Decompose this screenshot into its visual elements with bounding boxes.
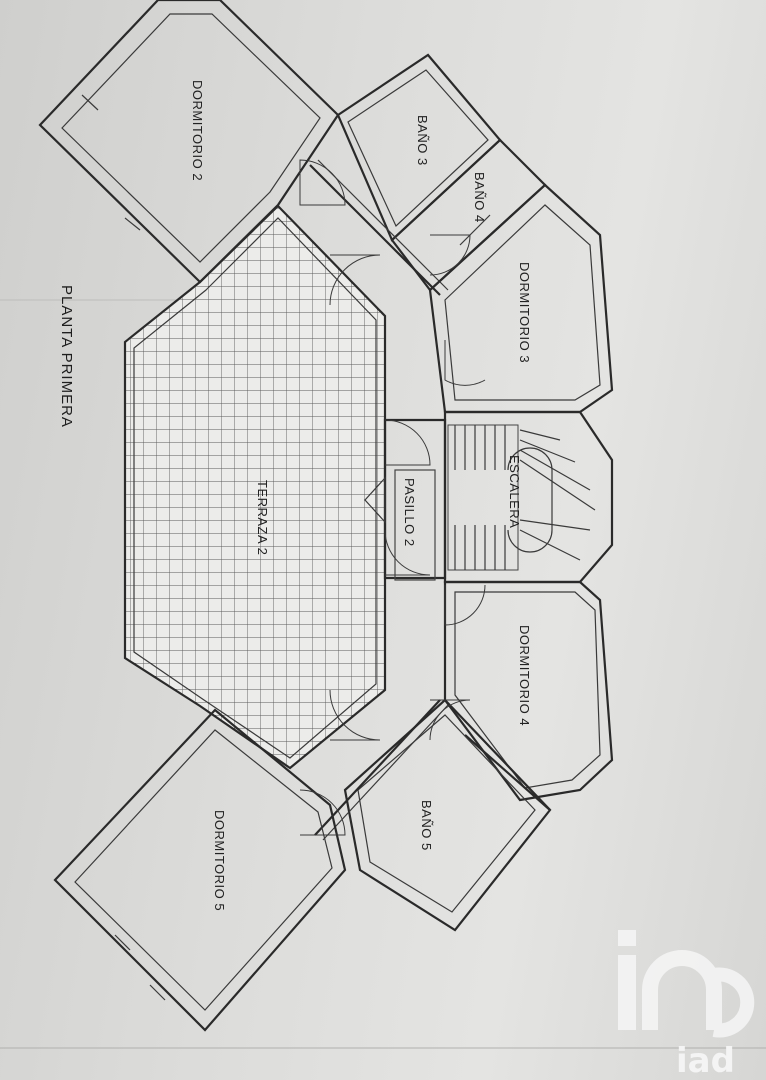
- label-dormitorio-2: DORMITORIO 2: [190, 80, 205, 181]
- label-dormitorio-5: DORMITORIO 5: [212, 810, 227, 911]
- label-escalera: ESCALERA: [507, 455, 522, 528]
- label-pasillo-2: PASILLO 2: [402, 478, 417, 547]
- hallway-2: [364, 418, 447, 581]
- label-terraza-2: TERRAZA 2: [255, 480, 270, 555]
- bedroom-5: [53, 708, 347, 1032]
- label-bano-5: BAÑO 5: [419, 800, 434, 851]
- bedroom-4: [443, 580, 614, 811]
- staircase: [443, 410, 614, 584]
- watermark-text: iad: [676, 1041, 735, 1080]
- label-dormitorio-3: DORMITORIO 3: [517, 262, 532, 363]
- bathroom-5: [343, 698, 552, 932]
- door-swings: [299, 159, 486, 836]
- label-bano-4: BAÑO 4: [472, 172, 487, 223]
- terrace-2: [123, 204, 387, 770]
- plan-title: PLANTA PRIMERA: [58, 285, 75, 428]
- label-dormitorio-4: DORMITORIO 4: [517, 625, 532, 726]
- label-bano-3: BAÑO 3: [415, 115, 430, 166]
- iad-logo: [618, 930, 755, 1038]
